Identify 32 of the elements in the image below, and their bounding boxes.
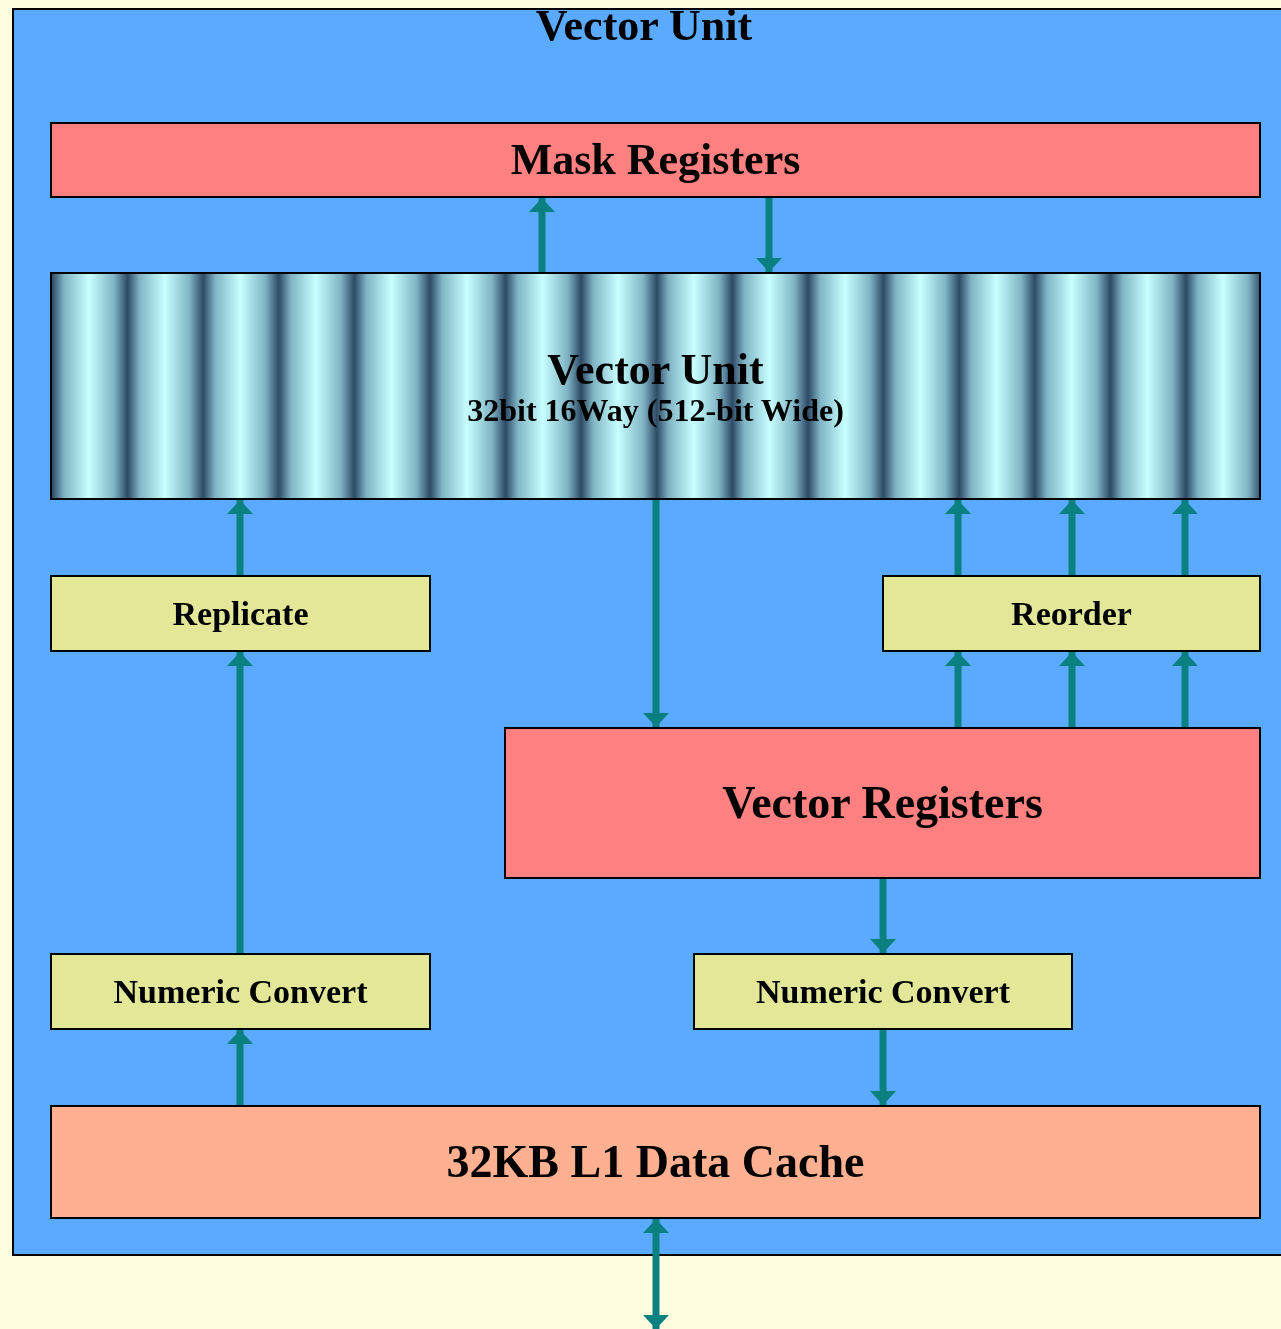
vector-lanes-box xyxy=(50,272,1261,500)
arrow xyxy=(870,879,896,953)
arrow xyxy=(1172,500,1198,575)
box-label: Vector Unit xyxy=(535,2,754,51)
arrow xyxy=(227,500,253,575)
unit-panel xyxy=(12,8,1281,1256)
cache-box xyxy=(50,1105,1261,1219)
register-box xyxy=(50,122,1261,198)
process-box xyxy=(50,575,431,652)
arrow xyxy=(227,1030,253,1105)
arrow xyxy=(756,198,782,272)
process-box xyxy=(693,953,1073,1030)
arrow xyxy=(870,1030,896,1105)
box-label: Replicate xyxy=(172,594,309,633)
arrow xyxy=(945,500,971,575)
arrow xyxy=(945,652,971,727)
arrow xyxy=(1059,652,1085,727)
process-box xyxy=(50,953,431,1030)
box-label: 32KB L1 Data Cache xyxy=(446,1136,865,1188)
box-label: Vector Registers xyxy=(722,777,1043,829)
arrow xyxy=(1172,652,1198,727)
arrow xyxy=(643,500,669,727)
arrow xyxy=(529,198,555,272)
arrow xyxy=(643,1219,669,1329)
box-label: Numeric Convert xyxy=(113,972,368,1011)
box-label: Mask Registers xyxy=(510,135,801,185)
process-box xyxy=(882,575,1261,652)
box-label: Numeric Convert xyxy=(756,972,1010,1011)
register-box xyxy=(504,727,1261,879)
arrow xyxy=(1059,500,1085,575)
arrow xyxy=(227,652,253,953)
box-label: Reorder xyxy=(1011,594,1132,633)
